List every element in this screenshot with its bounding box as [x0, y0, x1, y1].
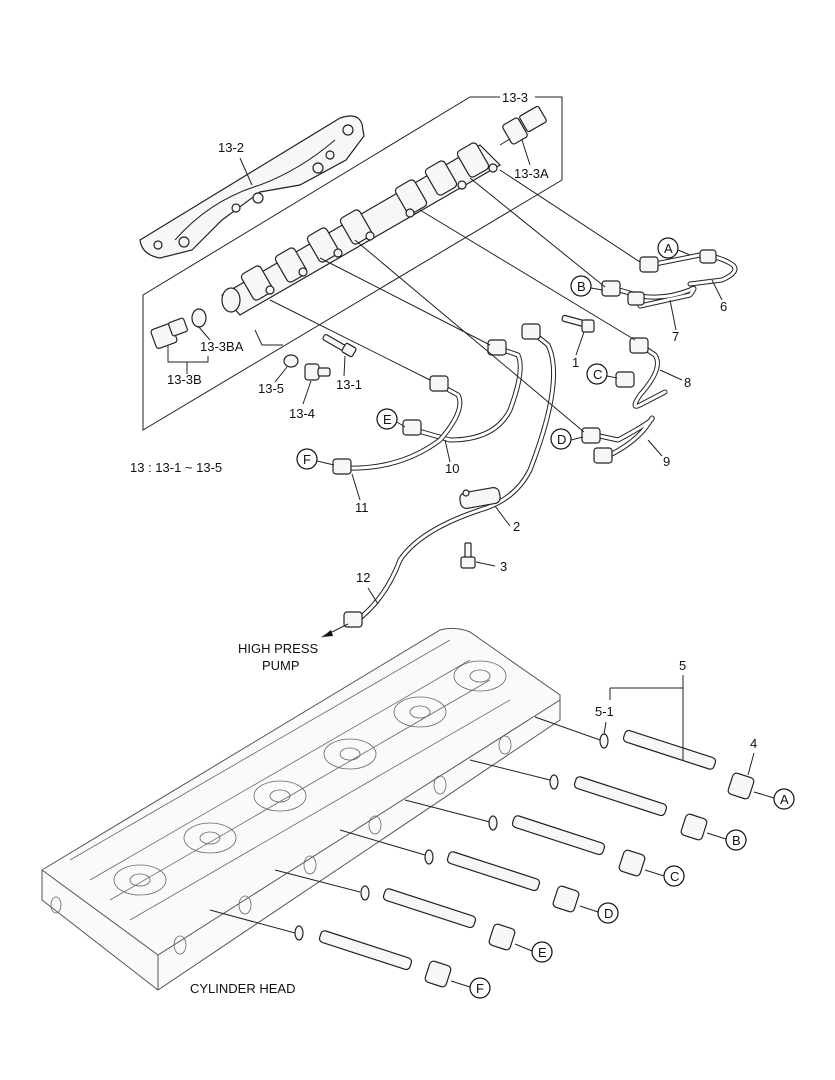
callout-f-upper: F — [303, 452, 311, 467]
injector-c — [488, 815, 646, 877]
label-7: 7 — [672, 329, 679, 344]
callout-a-upper: A — [664, 241, 673, 256]
label-13-3BA: 13-3BA — [200, 339, 244, 354]
label-5-1: 5-1 — [595, 704, 614, 719]
label-11: 11 — [355, 500, 369, 515]
rail-assembly-frame — [142, 96, 563, 431]
injector-e — [360, 885, 516, 951]
callout-f-lower: F — [476, 981, 484, 996]
injector-a — [599, 729, 755, 800]
callout-b-lower: B — [732, 833, 741, 848]
common-rail — [221, 142, 501, 316]
callout-e-lower: E — [538, 945, 547, 960]
rail-plug — [150, 317, 188, 349]
label-12: 12 — [356, 570, 370, 585]
rail-bracket — [139, 115, 365, 259]
label-3: 3 — [500, 559, 507, 574]
label-9: 9 — [663, 454, 670, 469]
cylinder-head-side-ports — [50, 735, 512, 955]
injector-b — [549, 774, 708, 841]
bolt-3 — [460, 542, 476, 569]
label-13-2: 13-2 — [218, 140, 244, 155]
rail-oring — [191, 308, 207, 328]
label-13-5: 13-5 — [258, 381, 284, 396]
callout-c-upper: C — [593, 367, 602, 382]
bolt-13-1 — [322, 334, 357, 358]
label-1: 1 — [572, 355, 579, 370]
label-6: 6 — [720, 299, 727, 314]
pressure-sensor — [499, 105, 547, 146]
callout-c-lower: C — [670, 869, 679, 884]
label-13-3A: 13-3A — [514, 166, 549, 181]
callout-e-upper: E — [383, 412, 392, 427]
callout-b-upper: B — [577, 279, 586, 294]
injector-f — [294, 925, 452, 988]
label-2: 2 — [513, 519, 520, 534]
pipe-clamp — [459, 486, 501, 510]
callout-d-lower: D — [604, 906, 613, 921]
pipe-leaders — [269, 169, 641, 433]
label-13-1: 13-1 — [336, 377, 362, 392]
pump-label-line2: PUMP — [262, 658, 300, 673]
injection-pipes — [332, 249, 738, 628]
label-5: 5 — [679, 658, 686, 673]
label-13-3: 13-3 — [502, 90, 528, 105]
rail-injector-ports — [240, 142, 490, 301]
label-13-3B: 13-3B — [167, 372, 202, 387]
assembly-note: 13 : 13-1 ~ 13-5 — [130, 460, 222, 475]
pump-arrow-icon — [322, 630, 333, 637]
callouts-upper — [296, 237, 691, 470]
pump-label-line1: HIGH PRESS — [238, 641, 319, 656]
callouts-lower — [450, 788, 795, 999]
washer-13-5 — [283, 354, 299, 368]
callout-d-upper: D — [557, 432, 566, 447]
callout-a-lower: A — [780, 792, 789, 807]
flow-limiter-valve — [304, 363, 331, 381]
cylinder-head-label: CYLINDER HEAD — [190, 981, 295, 996]
cylinder-head — [41, 627, 561, 991]
label-10: 10 — [445, 461, 459, 476]
injector-d — [424, 849, 580, 913]
label-4: 4 — [750, 736, 757, 751]
label-8: 8 — [684, 375, 691, 390]
bolt-1 — [561, 314, 595, 333]
injectors — [209, 716, 755, 988]
cylinder-head-valve-groups — [113, 660, 507, 896]
label-13-4: 13-4 — [289, 406, 315, 421]
